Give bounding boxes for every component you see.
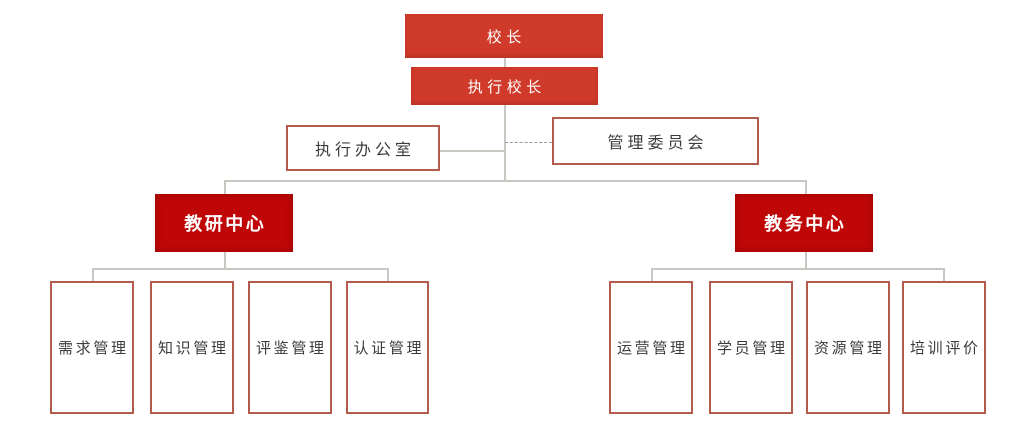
drop-trc	[224, 252, 226, 268]
node-resource-management: 资源管理	[806, 281, 890, 414]
node-academic-affairs-center: 教务中心	[735, 194, 873, 252]
node-teaching-research-center: 教研中心	[155, 194, 293, 252]
rail-aac-children	[651, 268, 943, 270]
node-operations-management: 运营管理	[609, 281, 693, 414]
elbow-trc-first	[92, 268, 94, 281]
rail-centers	[224, 180, 805, 182]
elbow-aac-last	[943, 268, 945, 281]
connector-trunk-to-committee-dashed	[505, 142, 552, 143]
elbow-left-center	[224, 180, 226, 194]
node-knowledge-management: 知识管理	[150, 281, 234, 414]
node-certification-management: 认证管理	[346, 281, 429, 414]
connector-root-to-exec	[504, 58, 506, 67]
rail-trc-children	[92, 268, 387, 270]
node-management-committee: 管理委员会	[552, 117, 759, 165]
node-demand-management: 需求管理	[50, 281, 134, 414]
node-student-management: 学员管理	[709, 281, 793, 414]
elbow-aac-first	[651, 268, 653, 281]
node-executive-principal: 执行校长	[411, 67, 598, 105]
node-evaluation-management: 评鉴管理	[248, 281, 332, 414]
connector-office-to-trunk	[440, 150, 504, 152]
drop-aac	[805, 252, 807, 268]
node-executive-office: 执行办公室	[286, 125, 440, 171]
node-training-evaluation: 培训评价	[902, 281, 986, 414]
connector-exec-to-rail	[504, 105, 506, 180]
elbow-right-center	[805, 180, 807, 194]
elbow-trc-last	[387, 268, 389, 281]
node-principal: 校长	[405, 14, 603, 58]
